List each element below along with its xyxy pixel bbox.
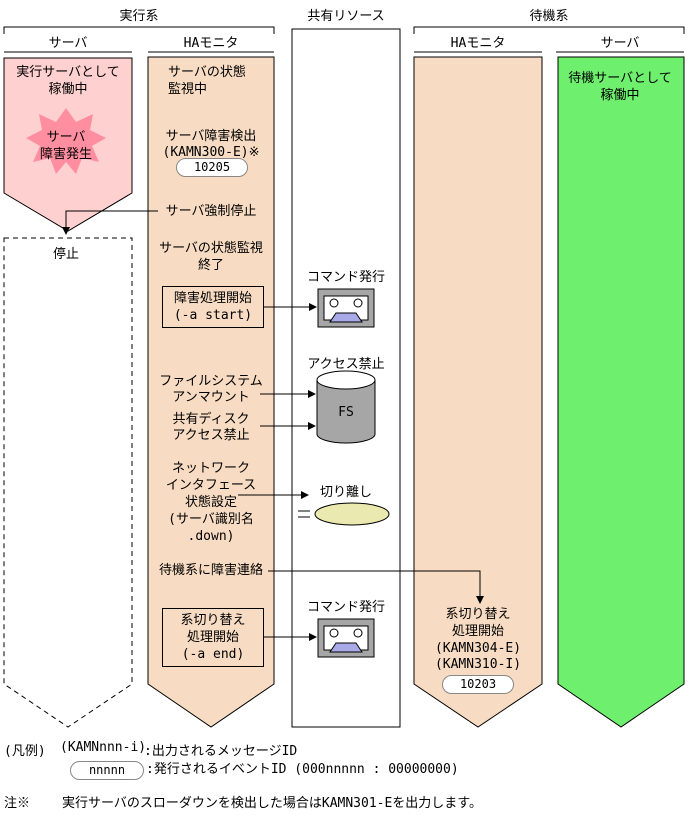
command-device-icon-1 <box>317 288 375 328</box>
standby-group-bracket <box>413 26 685 34</box>
standby-running-text-2: 稼働中 <box>600 88 640 103</box>
fs-unmount-text-1: ファイルシステム <box>159 374 263 389</box>
notify-standby-text: 待機系に障害連絡 <box>158 563 264 578</box>
fs-unmount-text-2: アンマウント <box>172 390 250 405</box>
command-device-icon-2 <box>317 618 375 658</box>
failure-start-box: 障害処理開始 (-a start) <box>162 286 264 328</box>
standby-switch-text-2: 処理開始 <box>451 624 505 639</box>
standby-running-text-1: 待機サーバとして <box>568 71 672 86</box>
failure-burst-icon <box>26 108 106 174</box>
network-text-1: ネットワーク <box>171 461 251 476</box>
command-text-1: コマンド発行 <box>306 270 386 285</box>
detect-text-2: (KAMN300-E)※ <box>162 145 260 160</box>
active-ha-monitor-lane <box>147 56 275 728</box>
legend-title: (凡例) <box>4 744 46 759</box>
monitor-end-text-1: サーバの状態監視 <box>159 241 263 256</box>
network-interface-ellipse <box>314 502 390 526</box>
force-stop-arrow <box>62 210 158 235</box>
switch-start-box: 系切り替え 処理開始 (-a end) <box>162 608 264 667</box>
network-text-5: .down) <box>187 529 235 544</box>
failure-start-text-1: 障害処理開始 <box>173 291 252 306</box>
active-group-bracket <box>3 26 275 34</box>
failure-text-2: 障害発生 <box>39 147 93 162</box>
active-ha-column-title: HAモニタ <box>183 36 239 51</box>
standby-switch-text-4: (KAMN310-I) <box>434 657 522 672</box>
standby-server-lane <box>557 56 685 728</box>
fs-label: FS <box>338 405 354 420</box>
active-server-stopped-block <box>3 237 133 728</box>
note-text: 実行サーバのスローダウンを検出した場合はKAMN301-Eを出力します。 <box>62 796 483 811</box>
switch-start-text-2: 処理開始 <box>186 630 239 645</box>
standby-server-column-title: サーバ <box>600 36 640 51</box>
network-text-4: (サーバ識別名 <box>168 512 254 527</box>
network-text-2: インタフェース <box>165 478 257 493</box>
access-block-text: アクセス禁止 <box>307 357 385 372</box>
standby-ha-monitor-lane <box>413 56 543 728</box>
detect-event-id: 10205 <box>176 158 248 177</box>
monitoring-text-2: 監視中 <box>168 82 208 97</box>
switch-start-text-1: 系切り替え <box>180 613 246 628</box>
standby-event-id: 10203 <box>442 675 514 694</box>
active-server-column-title: サーバ <box>48 36 88 51</box>
disk-block-text-1: 共有ディスク <box>172 412 250 427</box>
active-running-text-1: 実行サーバとして <box>16 65 120 80</box>
active-running-text-2: 稼働中 <box>48 82 88 97</box>
detect-text-1: サーバ障害検出 <box>165 129 257 144</box>
failure-text-1: サーバ <box>46 130 86 145</box>
monitor-end-text-2: 終了 <box>197 258 225 273</box>
legend-event-desc: :発行されるイベントID (000nnnnn : 00000000) <box>146 762 459 777</box>
fs-disk-icon <box>316 370 376 444</box>
standby-switch-text-3: (KAMN304-E) <box>434 641 522 656</box>
failure-start-text-2: (-a start) <box>173 308 253 323</box>
disconnect-text: 切り離し <box>319 485 373 500</box>
network-text-3: 状態設定 <box>184 495 238 510</box>
force-stop-text: サーバ強制停止 <box>165 204 257 219</box>
command-text-2: コマンド発行 <box>306 600 386 615</box>
stopped-text: 停止 <box>52 247 80 262</box>
notify-standby-arrow <box>268 570 484 604</box>
note-mark: 注※ <box>4 796 31 811</box>
switch-start-text-3: (-a end) <box>181 647 245 662</box>
legend-message-desc: :出力されるメッセージID <box>144 744 298 759</box>
legend-message-format: (KAMNnnn-i) <box>60 740 147 755</box>
shared-group-label: 共有リソース <box>307 9 385 24</box>
standby-switch-text-1: 系切り替え <box>445 607 511 622</box>
legend-event-format: nnnnn <box>70 761 144 780</box>
disk-block-text-2: アクセス禁止 <box>172 428 250 443</box>
active-group-label: 実行系 <box>119 9 159 24</box>
standby-ha-column-title: HAモニタ <box>450 36 506 51</box>
monitoring-text-1: サーバの状態 <box>168 65 246 80</box>
standby-group-label: 待機系 <box>529 9 569 24</box>
